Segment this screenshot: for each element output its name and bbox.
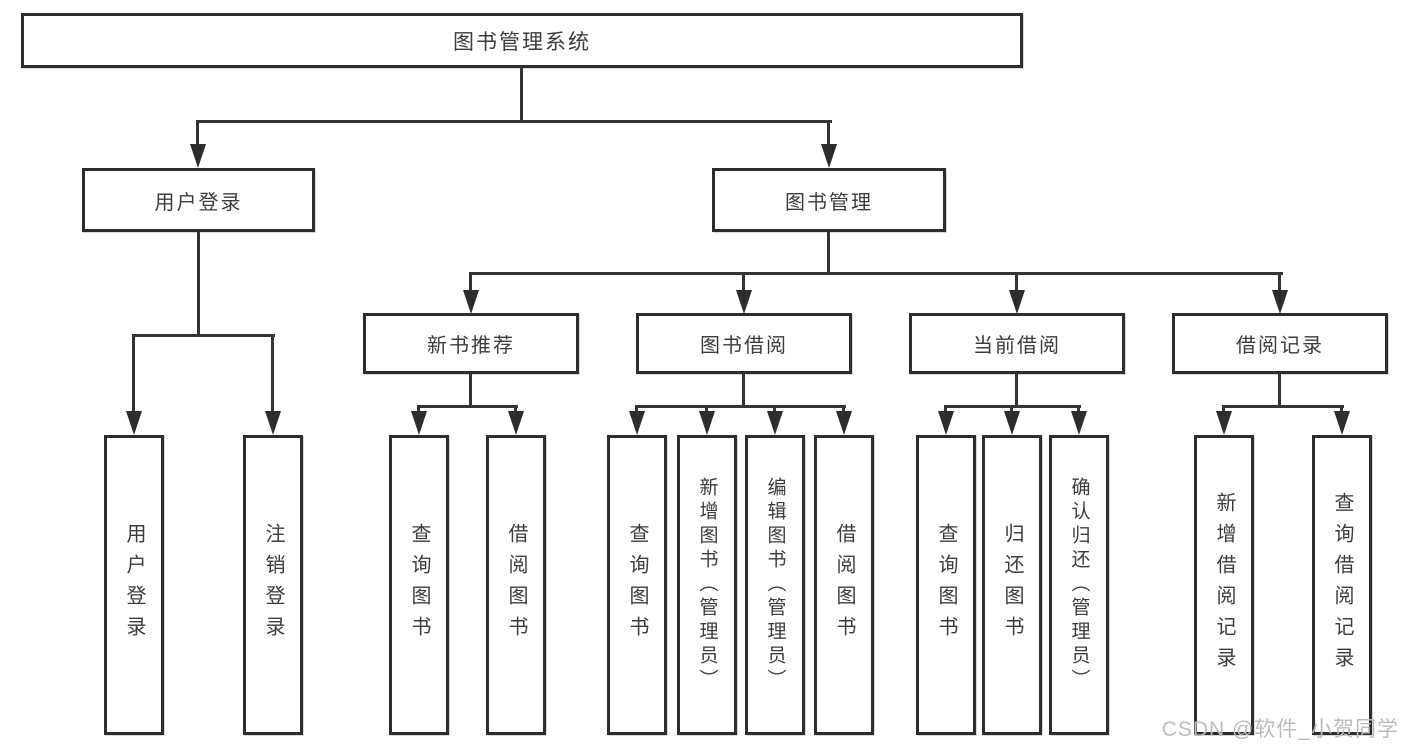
arrowhead-down-icon [1334, 411, 1350, 435]
node-label: 查询借阅记录 [1331, 492, 1353, 678]
arrowhead-down-icon [463, 290, 479, 314]
leaf-add-book-admin: 新增图书（管理员） [677, 435, 737, 735]
connector-drop-new-book [469, 272, 472, 292]
leaf-logout: 注销登录 [243, 435, 303, 735]
connector-drop-leaf-user-login [132, 334, 135, 413]
arrowhead-down-icon [411, 411, 427, 435]
node-label: 借阅图书 [833, 523, 855, 647]
leaf-query-books: 查询图书 [916, 435, 976, 735]
connector-level2-rail [469, 272, 1283, 275]
node-user-login: 用户登录 [82, 168, 315, 232]
node-label: 当前借阅 [973, 335, 1061, 357]
node-label: 编辑图书（管理员） [764, 477, 786, 693]
leaf-add-borrow-record: 新增借阅记录 [1194, 435, 1254, 735]
connector-drop-borrow-records [1278, 272, 1281, 292]
arrowhead-down-icon [821, 144, 837, 168]
connector-book-management-stem [827, 232, 830, 274]
arrowhead-down-icon [265, 411, 281, 435]
arrowhead-down-icon [736, 290, 752, 314]
connector-user-login-stem [197, 232, 200, 336]
connector-leaf-drop [705, 405, 708, 415]
leaf-borrow-books: 借阅图书 [814, 435, 874, 735]
node-label: 归还图书 [1001, 523, 1023, 647]
node-label: 新增借阅记录 [1213, 492, 1235, 678]
connector-leaf-drop [773, 405, 776, 415]
connector-leaf-drop [635, 405, 638, 415]
leaf-user-login: 用户登录 [104, 435, 164, 735]
arrowhead-down-icon [508, 411, 524, 435]
arrowhead-down-icon [1272, 290, 1288, 314]
arrowhead-down-icon [938, 411, 954, 435]
connector-leaf-drop [1010, 405, 1013, 415]
node-new-book-recommendation: 新书推荐 [363, 313, 579, 374]
node-label: 用户登录 [123, 523, 145, 647]
node-label: 图书管理 [785, 191, 873, 214]
connector-drop-user-login [196, 120, 199, 146]
node-borrowing-records: 借阅记录 [1172, 313, 1388, 374]
node-label: 图书管理系统 [453, 30, 591, 54]
node-label: 查询图书 [408, 523, 430, 647]
arrowhead-down-icon [1216, 411, 1232, 435]
arrowhead-down-icon [1004, 411, 1020, 435]
arrowhead-down-icon [767, 411, 783, 435]
connector-drop-current-borrow [1015, 272, 1018, 292]
leaf-edit-book-admin: 编辑图书（管理员） [745, 435, 805, 735]
node-label: 借阅图书 [505, 523, 527, 647]
connector-leaf-drop [1340, 405, 1343, 415]
node-label: 确认归还（管理员） [1068, 477, 1090, 693]
connector-borrow-records-stem [1278, 374, 1281, 407]
connector-new-book-rail [417, 405, 518, 408]
connector-current-borrow-stem [1015, 374, 1018, 407]
node-label: 新书推荐 [427, 335, 515, 357]
leaf-query-books: 查询图书 [607, 435, 667, 735]
leaf-query-books: 查询图书 [389, 435, 449, 735]
leaf-query-borrow-record: 查询借阅记录 [1312, 435, 1372, 735]
connector-leaf-drop [944, 405, 947, 415]
connector-new-book-stem [469, 374, 472, 407]
connector-drop-book-borrow [742, 272, 745, 292]
arrowhead-down-icon [1071, 411, 1087, 435]
arrowhead-down-icon [836, 411, 852, 435]
leaf-borrow-books: 借阅图书 [486, 435, 546, 735]
node-book-borrowing: 图书借阅 [636, 313, 852, 374]
connector-book-borrow-rail [635, 405, 846, 408]
node-label: 用户登录 [154, 191, 243, 214]
node-label: 借阅记录 [1236, 335, 1324, 357]
arrowhead-down-icon [190, 144, 206, 168]
connector-root-stem [520, 68, 523, 122]
arrowhead-down-icon [699, 411, 715, 435]
csdn-watermark: CSDN @软件_小贺同学 [1161, 718, 1399, 741]
connector-borrow-records-rail [1222, 405, 1344, 408]
node-label: 查询图书 [626, 523, 648, 647]
node-label: 图书借阅 [700, 335, 788, 357]
leaf-return-book: 归还图书 [982, 435, 1042, 735]
node-book-management: 图书管理 [712, 168, 946, 232]
leaf-confirm-return-admin: 确认归还（管理员） [1049, 435, 1109, 735]
connector-drop-book-management [827, 120, 830, 146]
connector-leaf-drop [1077, 405, 1080, 415]
connector-level1-rail [196, 120, 832, 123]
node-label: 注销登录 [262, 523, 284, 647]
connector-drop-leaf-logout [271, 334, 274, 413]
connector-leaf-drop [417, 405, 420, 415]
arrowhead-down-icon [1009, 290, 1025, 314]
node-label: 新增图书（管理员） [696, 477, 718, 693]
arrowhead-down-icon [126, 411, 142, 435]
arrowhead-down-icon [629, 411, 645, 435]
connector-leaf-drop [842, 405, 845, 415]
node-label: 查询图书 [935, 523, 957, 647]
connector-leaf-drop [514, 405, 517, 415]
connector-user-login-rail [132, 334, 275, 337]
node-current-borrowing: 当前借阅 [909, 313, 1125, 374]
connector-leaf-drop [1222, 405, 1225, 415]
node-library-management-system: 图书管理系统 [21, 13, 1023, 68]
connector-book-borrow-stem [742, 374, 745, 407]
